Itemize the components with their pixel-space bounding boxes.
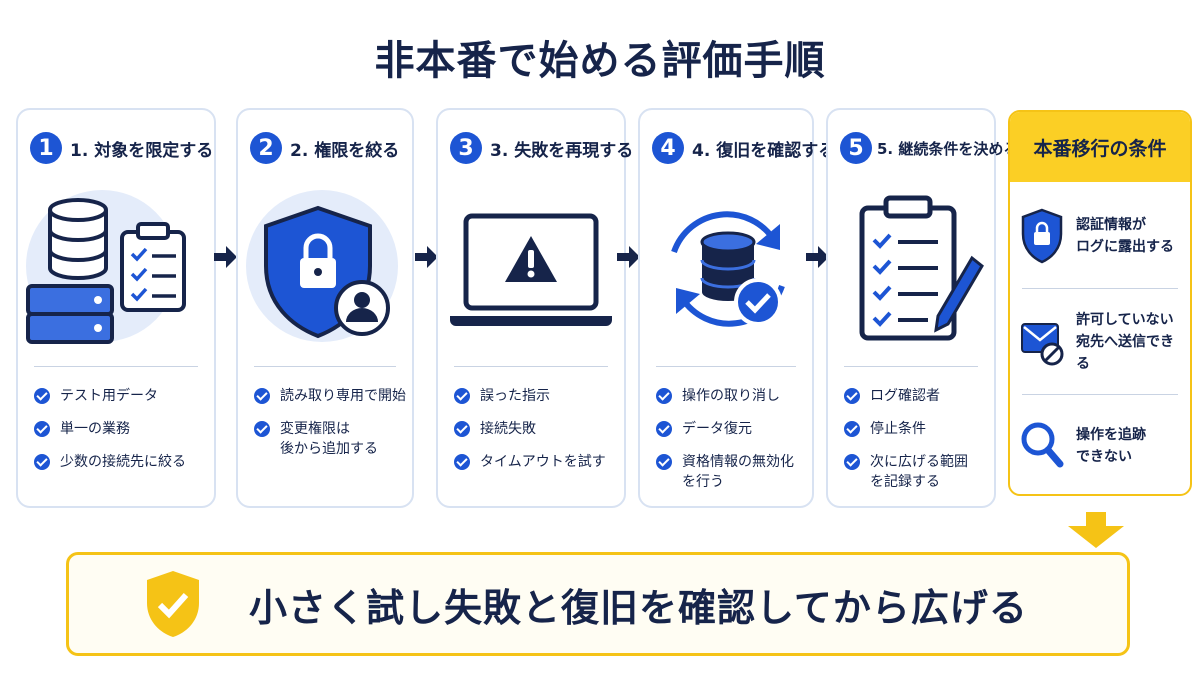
step-checklist: 操作の取り消し データ復元 資格情報の無効化 を行う <box>656 386 806 505</box>
step-title: 3. 失敗を再現する <box>490 140 634 161</box>
condition-text: 操作を追跡 できない <box>1076 427 1146 465</box>
step-illustration <box>438 190 624 460</box>
divider <box>656 366 796 367</box>
check-icon <box>454 388 470 404</box>
step-header: 1 1. 対象を限定する <box>30 130 213 166</box>
divider <box>454 366 608 367</box>
check-icon <box>34 388 50 404</box>
divider <box>844 366 978 367</box>
shield-lock-user-icon <box>246 190 398 342</box>
divider <box>34 366 198 367</box>
condition-text: 許可していない 宛先へ送信できる <box>1076 312 1174 372</box>
check-icon <box>454 454 470 470</box>
list-item: 操作の取り消し <box>656 386 806 406</box>
divider <box>254 366 396 367</box>
check-icon <box>844 454 860 470</box>
step-title: 4. 復旧を確認する <box>692 140 836 161</box>
arrow-right-icon <box>806 246 829 268</box>
check-icon <box>656 454 672 470</box>
list-item: 次に広げる範囲 を記録する <box>844 452 988 492</box>
condition-item: 許可していない 宛先へ送信できる <box>1020 302 1180 382</box>
step-illustration <box>238 190 412 460</box>
shield-lock-icon <box>1021 208 1063 264</box>
divider <box>1022 394 1178 395</box>
condition-item: 操作を追跡 できない <box>1020 406 1180 486</box>
step-number: 4 <box>652 132 684 164</box>
step-checklist: 読み取り専用で開始 変更権限は 後から追加する <box>254 386 406 472</box>
check-icon <box>656 421 672 437</box>
check-icon <box>844 388 860 404</box>
step-title: 1. 対象を限定する <box>70 140 214 161</box>
list-item: データ復元 <box>656 419 806 439</box>
check-icon <box>254 421 270 437</box>
list-item: 誤った指示 <box>454 386 618 406</box>
step-header: 4 4. 復旧を確認する <box>652 130 835 166</box>
arrow-down-icon <box>1068 512 1124 548</box>
mail-blocked-icon <box>1021 323 1064 366</box>
step-header: 3 3. 失敗を再現する <box>450 130 633 166</box>
check-icon <box>454 421 470 437</box>
shield-check-icon <box>147 571 199 637</box>
summary-text: 小さく試し失敗と復旧を確認してから広げる <box>249 585 1028 630</box>
check-icon <box>254 388 270 404</box>
check-icon <box>34 421 50 437</box>
clipboard-pen-icon <box>859 195 984 341</box>
step-title: 2. 権限を絞る <box>290 140 400 161</box>
conditions-title: 本番移行の条件 <box>1010 112 1190 182</box>
arrow-right-icon <box>214 246 237 268</box>
step-number: 1 <box>30 132 62 164</box>
database-restore-icon <box>671 211 785 327</box>
step-card-5: 5 5. 継続条件を決める ログ確認者 停止条件 次に広げる範囲 を記録する <box>826 108 1018 508</box>
list-item: 接続失敗 <box>454 419 618 439</box>
step-illustration <box>18 190 214 460</box>
arrow-right-icon <box>415 246 438 268</box>
condition-text: 認証情報が ログに露出する <box>1076 217 1174 255</box>
step-checklist: テスト用データ 単一の業務 少数の接続先に絞る <box>34 386 208 485</box>
list-item: テスト用データ <box>34 386 208 406</box>
list-item: ログ確認者 <box>844 386 988 406</box>
step-illustration <box>828 190 994 460</box>
step-illustration <box>640 190 812 460</box>
check-icon <box>34 454 50 470</box>
step-header: 2 2. 権限を絞る <box>250 130 404 166</box>
step-checklist: ログ確認者 停止条件 次に広げる範囲 を記録する <box>844 386 988 505</box>
step-checklist: 誤った指示 接続失敗 タイムアウトを試す <box>454 386 618 485</box>
page-title: 非本番で始める評価手順 <box>374 38 826 84</box>
step-header: 5 5. 継続条件を決める <box>840 130 1018 166</box>
summary-banner: 小さく試し失敗と復旧を確認してから広げる <box>66 552 1130 656</box>
list-item: 読み取り専用で開始 <box>254 386 406 406</box>
list-item: 単一の業務 <box>34 419 208 439</box>
step-card-1: 1 1. 対象を限定する テスト用データ 単一の業務 少数の接続先に絞る <box>16 108 216 508</box>
list-item: 変更権限は 後から追加する <box>254 419 406 459</box>
divider <box>1022 288 1178 289</box>
step-number: 2 <box>250 132 282 164</box>
production-conditions-panel: 本番移行の条件 認証情報が ログに露出する 許可していない 宛先へ送信できる 操… <box>1008 110 1192 496</box>
laptop-warning-icon <box>450 213 612 326</box>
condition-item: 認証情報が ログに露出する <box>1020 196 1180 276</box>
arrow-right-icon <box>617 246 640 268</box>
step-card-3: 3 3. 失敗を再現する 誤った指示 接続失敗 タイムアウトを試す <box>436 108 633 508</box>
list-item: 少数の接続先に絞る <box>34 452 208 472</box>
list-item: タイムアウトを試す <box>454 452 618 472</box>
check-icon <box>656 388 672 404</box>
database-clipboard-icon <box>26 190 186 344</box>
magnifier-icon <box>1021 422 1064 468</box>
step-number: 3 <box>450 132 482 164</box>
list-item: 停止条件 <box>844 419 988 439</box>
step-card-2: 2 2. 権限を絞る 読み取り専用で開始 変更権限は 後から追加する <box>236 108 414 508</box>
check-icon <box>844 421 860 437</box>
step-number: 5 <box>840 132 872 164</box>
list-item: 資格情報の無効化 を行う <box>656 452 806 492</box>
step-card-4: 4 4. 復旧を確認する 操作の取り消し データ復元 資格情報の無効化 を行う <box>638 108 835 508</box>
step-title: 5. 継続条件を決める <box>877 139 1019 158</box>
